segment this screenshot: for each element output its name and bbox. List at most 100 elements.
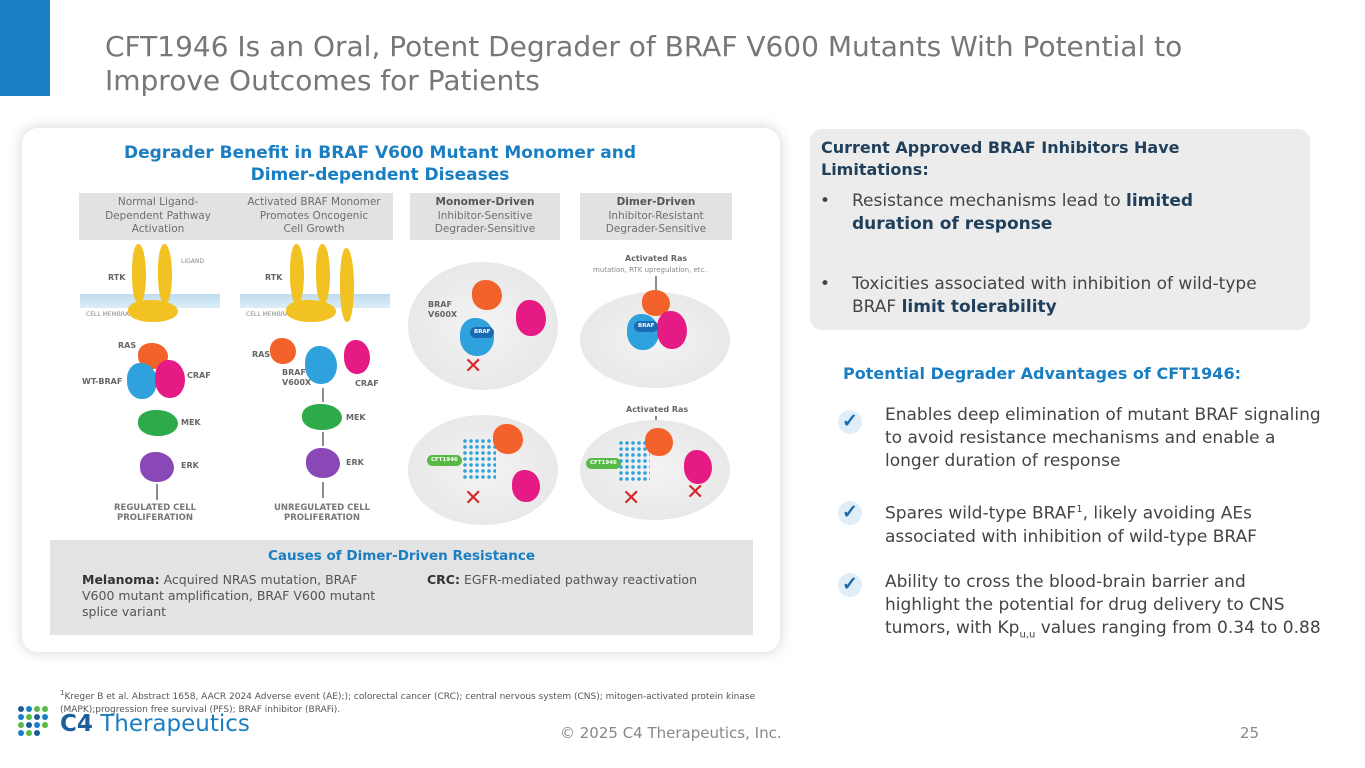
limitation-text: Resistance mechanisms lead to (852, 191, 1127, 211)
wt-braf-protein (127, 363, 157, 399)
limitation-text: Toxicities associated with inhibition of… (852, 274, 1257, 317)
column-header-line: Cell Growth (283, 223, 345, 235)
bullet-icon: • (820, 274, 831, 294)
signal-arrow (322, 432, 324, 446)
accent-bar (0, 0, 50, 96)
figure-title-line-1: Degrader Benefit in BRAF V600 Mutant Mon… (123, 143, 636, 163)
signal-arrow (156, 484, 158, 500)
column-header-bold: Dimer-Driven (616, 196, 696, 208)
signal-arrow (322, 482, 324, 498)
rtk-kinase-domain (286, 300, 336, 322)
cft1946-chip: CFT1946 (427, 455, 462, 466)
logo-dot (26, 730, 32, 736)
braf-inhibitor-chip: BRAF (634, 321, 659, 332)
causes-melanoma: Melanoma: Acquired NRAS mutation, BRAF V… (82, 572, 382, 620)
craf-protein (512, 470, 540, 502)
label-line: BRAF (282, 368, 306, 377)
unregulated-proliferation-label: UNREGULATED CELL PROLIFERATION (262, 503, 382, 523)
mek-protein (138, 410, 178, 436)
checkmark-icon: ✓ (838, 501, 862, 525)
erk-label: ERK (181, 461, 199, 470)
footnote: 1Kreger B et al. Abstract 1658, AACR 202… (60, 687, 790, 716)
melanoma-text: Acquired NRAS mutation, BRAF V600 mutant… (82, 572, 376, 619)
logo-dot (26, 722, 32, 728)
erk-protein (306, 448, 340, 478)
degraded-braf-fragments (462, 438, 496, 480)
logo-dot (26, 706, 32, 712)
logo-name: Therapeutics (92, 711, 250, 737)
signal-arrow (322, 388, 324, 402)
activated-ras-label: Activated Ras (626, 405, 689, 414)
logo-dot (34, 706, 40, 712)
logo-dot (18, 730, 24, 736)
ligand-label: LIGAND (181, 258, 204, 265)
column-header-line: Inhibitor-Resistant (608, 209, 704, 222)
advantage-text: Spares wild-type BRAF (885, 503, 1077, 524)
activated-ras-label: Activated Ras (625, 254, 688, 263)
ras-protein (493, 424, 523, 454)
copyright: © 2025 C4 Therapeutics, Inc. (560, 724, 782, 742)
braf-v600x-protein (305, 346, 337, 384)
limitation-item: Resistance mechanisms lead to limited du… (852, 190, 1272, 236)
degraded-braf-fragments (618, 440, 650, 482)
craf-label: CRAF (355, 379, 379, 388)
label-line: REGULATED CELL (113, 503, 197, 513)
erk-label: ERK (346, 458, 364, 467)
advantage-text: Ability to cross the blood-brain barrier… (885, 572, 1285, 638)
label-line: V600X (428, 310, 458, 319)
cft1946-chip: CFT1946 (586, 458, 621, 469)
rtk-receptor-right (158, 244, 172, 304)
blocked-x-icon: ✕ (464, 354, 483, 379)
braf-v600x-label: BRAF V600X (428, 300, 457, 320)
logo-dot (42, 706, 48, 712)
limitation-item: Toxicities associated with inhibition of… (852, 273, 1272, 319)
footnote-text: Kreger B et al. Abstract 1658, AACR 2024… (60, 692, 756, 715)
ras-protein (645, 428, 673, 456)
column-header-activated: Activated BRAF Monomer Promotes Oncogeni… (235, 193, 393, 240)
advantages-title: Potential Degrader Advantages of CFT1946… (843, 364, 1241, 383)
rtk-receptor-right (316, 244, 330, 304)
crc-text: EGFR-mediated pathway reactivation (459, 572, 697, 587)
logo-dot (18, 722, 24, 728)
braf-v600x-protein (627, 314, 659, 350)
crc-label: CRC: (427, 572, 460, 587)
column-header-normal: Normal Ligand- Dependent Pathway Activat… (79, 193, 237, 240)
wt-braf-label: WT-BRAF (82, 377, 123, 386)
label-line: V600X (282, 378, 312, 387)
column-header-line: Dependent Pathway (105, 209, 211, 222)
rtk-label: RTK (265, 273, 283, 282)
column-header-line: Promotes Oncogenic (259, 209, 369, 222)
column-header-line: Activation (131, 223, 185, 235)
blocked-x-icon: ✕ (686, 480, 705, 505)
advantage-text: values ranging from 0.34 to 0.88 (1035, 618, 1321, 638)
rtk-receptor-left (290, 244, 304, 304)
melanoma-label: Melanoma: (82, 572, 160, 587)
mek-protein (302, 404, 342, 430)
checkmark-icon: ✓ (838, 410, 862, 434)
logo-c4: C4 (60, 711, 93, 737)
figure-title-line-2: Dimer-dependent Diseases (250, 165, 510, 185)
footnote-ref: 1 (1076, 504, 1083, 515)
subscript: u,u (1019, 629, 1036, 641)
advantage-item: Spares wild-type BRAF1, likely avoiding … (885, 498, 1325, 549)
column-header-dimer: Dimer-Driven Inhibitor-Resistant Degrade… (580, 193, 732, 240)
slide-title: CFT1946 Is an Oral, Potent Degrader of B… (105, 30, 1183, 97)
blocked-x-icon: ✕ (464, 486, 483, 511)
column-header-line: Degrader-Sensitive (434, 223, 536, 235)
rtk-label: RTK (108, 273, 126, 282)
craf-protein (657, 311, 687, 349)
label-line: PROLIFERATION (284, 513, 360, 523)
mek-label: MEK (181, 418, 201, 427)
logo-dot (42, 714, 48, 720)
activated-ras-sublabel: mutation, RTK upregulation, etc. (593, 266, 707, 274)
cell-membrane-label: CELL MEMBRANE (86, 311, 138, 318)
blocked-x-icon: ✕ (622, 486, 641, 511)
logo-dot (42, 722, 48, 728)
checkmark-icon: ✓ (838, 573, 862, 597)
limitation-emphasis: limited duration of response (852, 191, 1194, 234)
logo-dot (18, 714, 24, 720)
label-line: PROLIFERATION (117, 513, 193, 523)
advantage-item: Enables deep elimination of mutant BRAF … (885, 405, 1321, 471)
craf-protein (344, 340, 370, 374)
craf-protein (684, 450, 712, 484)
